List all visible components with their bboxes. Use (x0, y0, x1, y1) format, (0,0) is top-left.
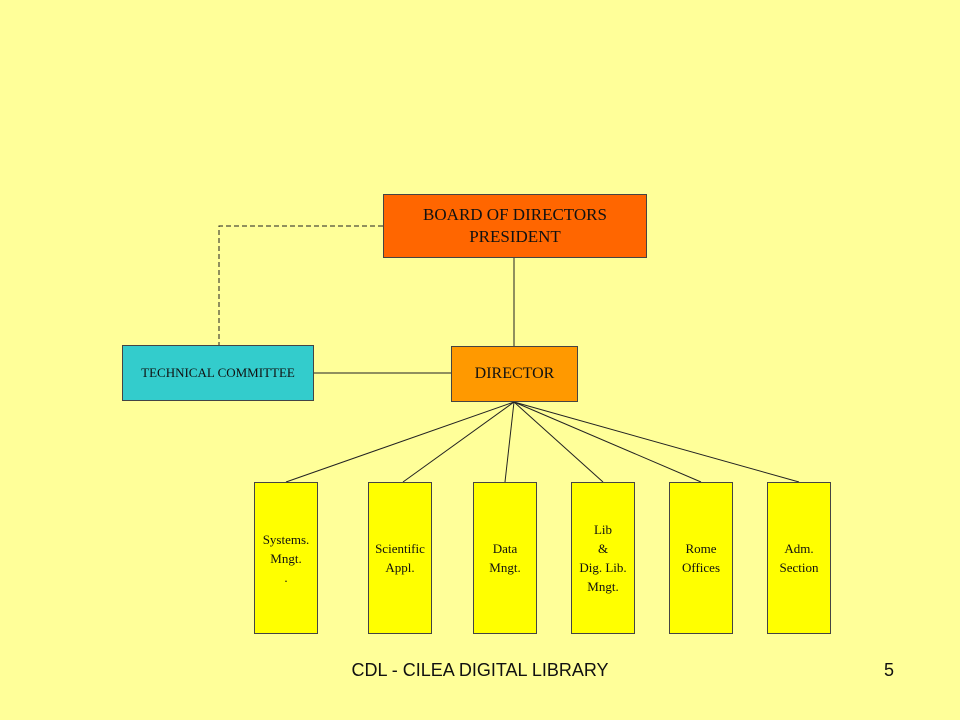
dept-box-administration: Adm. Section (767, 482, 831, 634)
dept-label: Data (492, 541, 518, 556)
technical-committee-label: TECHNICAL COMMITTEE (141, 365, 295, 380)
dept-label: Rome (685, 541, 717, 556)
dept-label: Section (779, 560, 819, 575)
link-director-dept-5 (513, 401, 702, 483)
board-label-line1: BOARD OF DIRECTORS (423, 205, 607, 224)
dept-box-systems: Systems. Mngt. . (254, 482, 318, 634)
director-box: DIRECTOR (451, 346, 578, 402)
dept-label: Mngt. (587, 579, 619, 594)
board-of-directors-box: BOARD OF DIRECTORS PRESIDENT (383, 194, 647, 258)
dept-label: Appl. (385, 560, 415, 575)
dept-label: Mngt. (489, 560, 521, 575)
dept-label: Lib (593, 522, 613, 537)
dept-label: Systems. (262, 531, 310, 547)
link-director-dept-4 (513, 401, 604, 483)
dept-label: Offices (681, 560, 721, 575)
dept-label: Scientific (375, 541, 425, 556)
dashed-link-board-technical (218, 225, 383, 345)
dept-label: & (597, 541, 609, 556)
link-director-dept-6 (513, 401, 800, 483)
dept-box-library: Lib & Dig. Lib. Mngt. (571, 482, 635, 634)
dept-box-scientific: Scientific Appl. (368, 482, 432, 634)
dept-label: Adm. (784, 541, 814, 556)
dept-label: Dig. Lib. (579, 560, 627, 575)
link-director-dept-3 (504, 401, 515, 483)
board-label-line2: PRESIDENT (469, 227, 561, 246)
dept-label: . (284, 569, 288, 585)
director-label: DIRECTOR (474, 365, 555, 382)
dept-box-data: Data Mngt. (473, 482, 537, 634)
link-director-dept-2 (402, 401, 515, 483)
footer-title: CDL - CILEA DIGITAL LIBRARY (351, 660, 609, 680)
page-number: 5 (884, 660, 895, 680)
link-director-dept-1 (285, 401, 515, 483)
dept-box-rome: Rome Offices (669, 482, 733, 634)
technical-committee-box: TECHNICAL COMMITTEE (122, 345, 314, 401)
dept-label: Mngt. (270, 550, 302, 566)
